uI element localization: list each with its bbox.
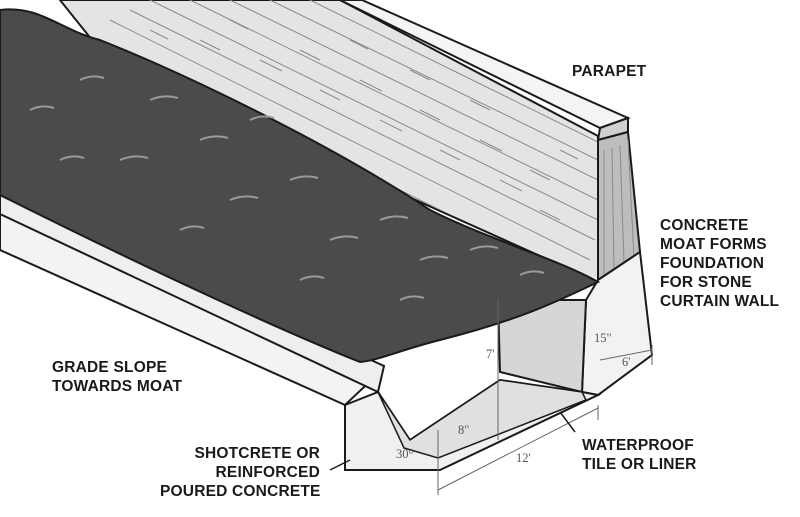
dim-top-width: 6' <box>622 355 631 369</box>
label-parapet: PARAPET <box>572 63 647 80</box>
dim-depth: 7' <box>486 347 495 361</box>
water-ripples <box>29 75 545 301</box>
stone-coursing <box>99 0 598 271</box>
dim-wall-thickness: 15" <box>594 331 612 345</box>
label-waterproof: WATERPROOF TILE OR LINER <box>582 437 697 473</box>
leader-lines <box>329 411 576 471</box>
dim-bottom-thickness: 8" <box>458 423 469 437</box>
dimension-lines <box>437 300 653 495</box>
wall-end-hatch <box>603 139 635 275</box>
label-shotcrete: SHOTCRETE OR REINFORCED POURED CONCRETE <box>160 445 321 500</box>
moat-liner <box>377 379 588 459</box>
dim-bottom-angle: 30° <box>396 447 414 461</box>
label-concrete-moat: CONCRETE MOAT FORMS FOUNDATION FOR STONE… <box>660 217 780 310</box>
label-grade-slope: GRADE SLOPE TOWARDS MOAT <box>52 359 183 395</box>
dim-bottom-width: 12' <box>516 451 531 465</box>
moat-water <box>0 8 601 364</box>
